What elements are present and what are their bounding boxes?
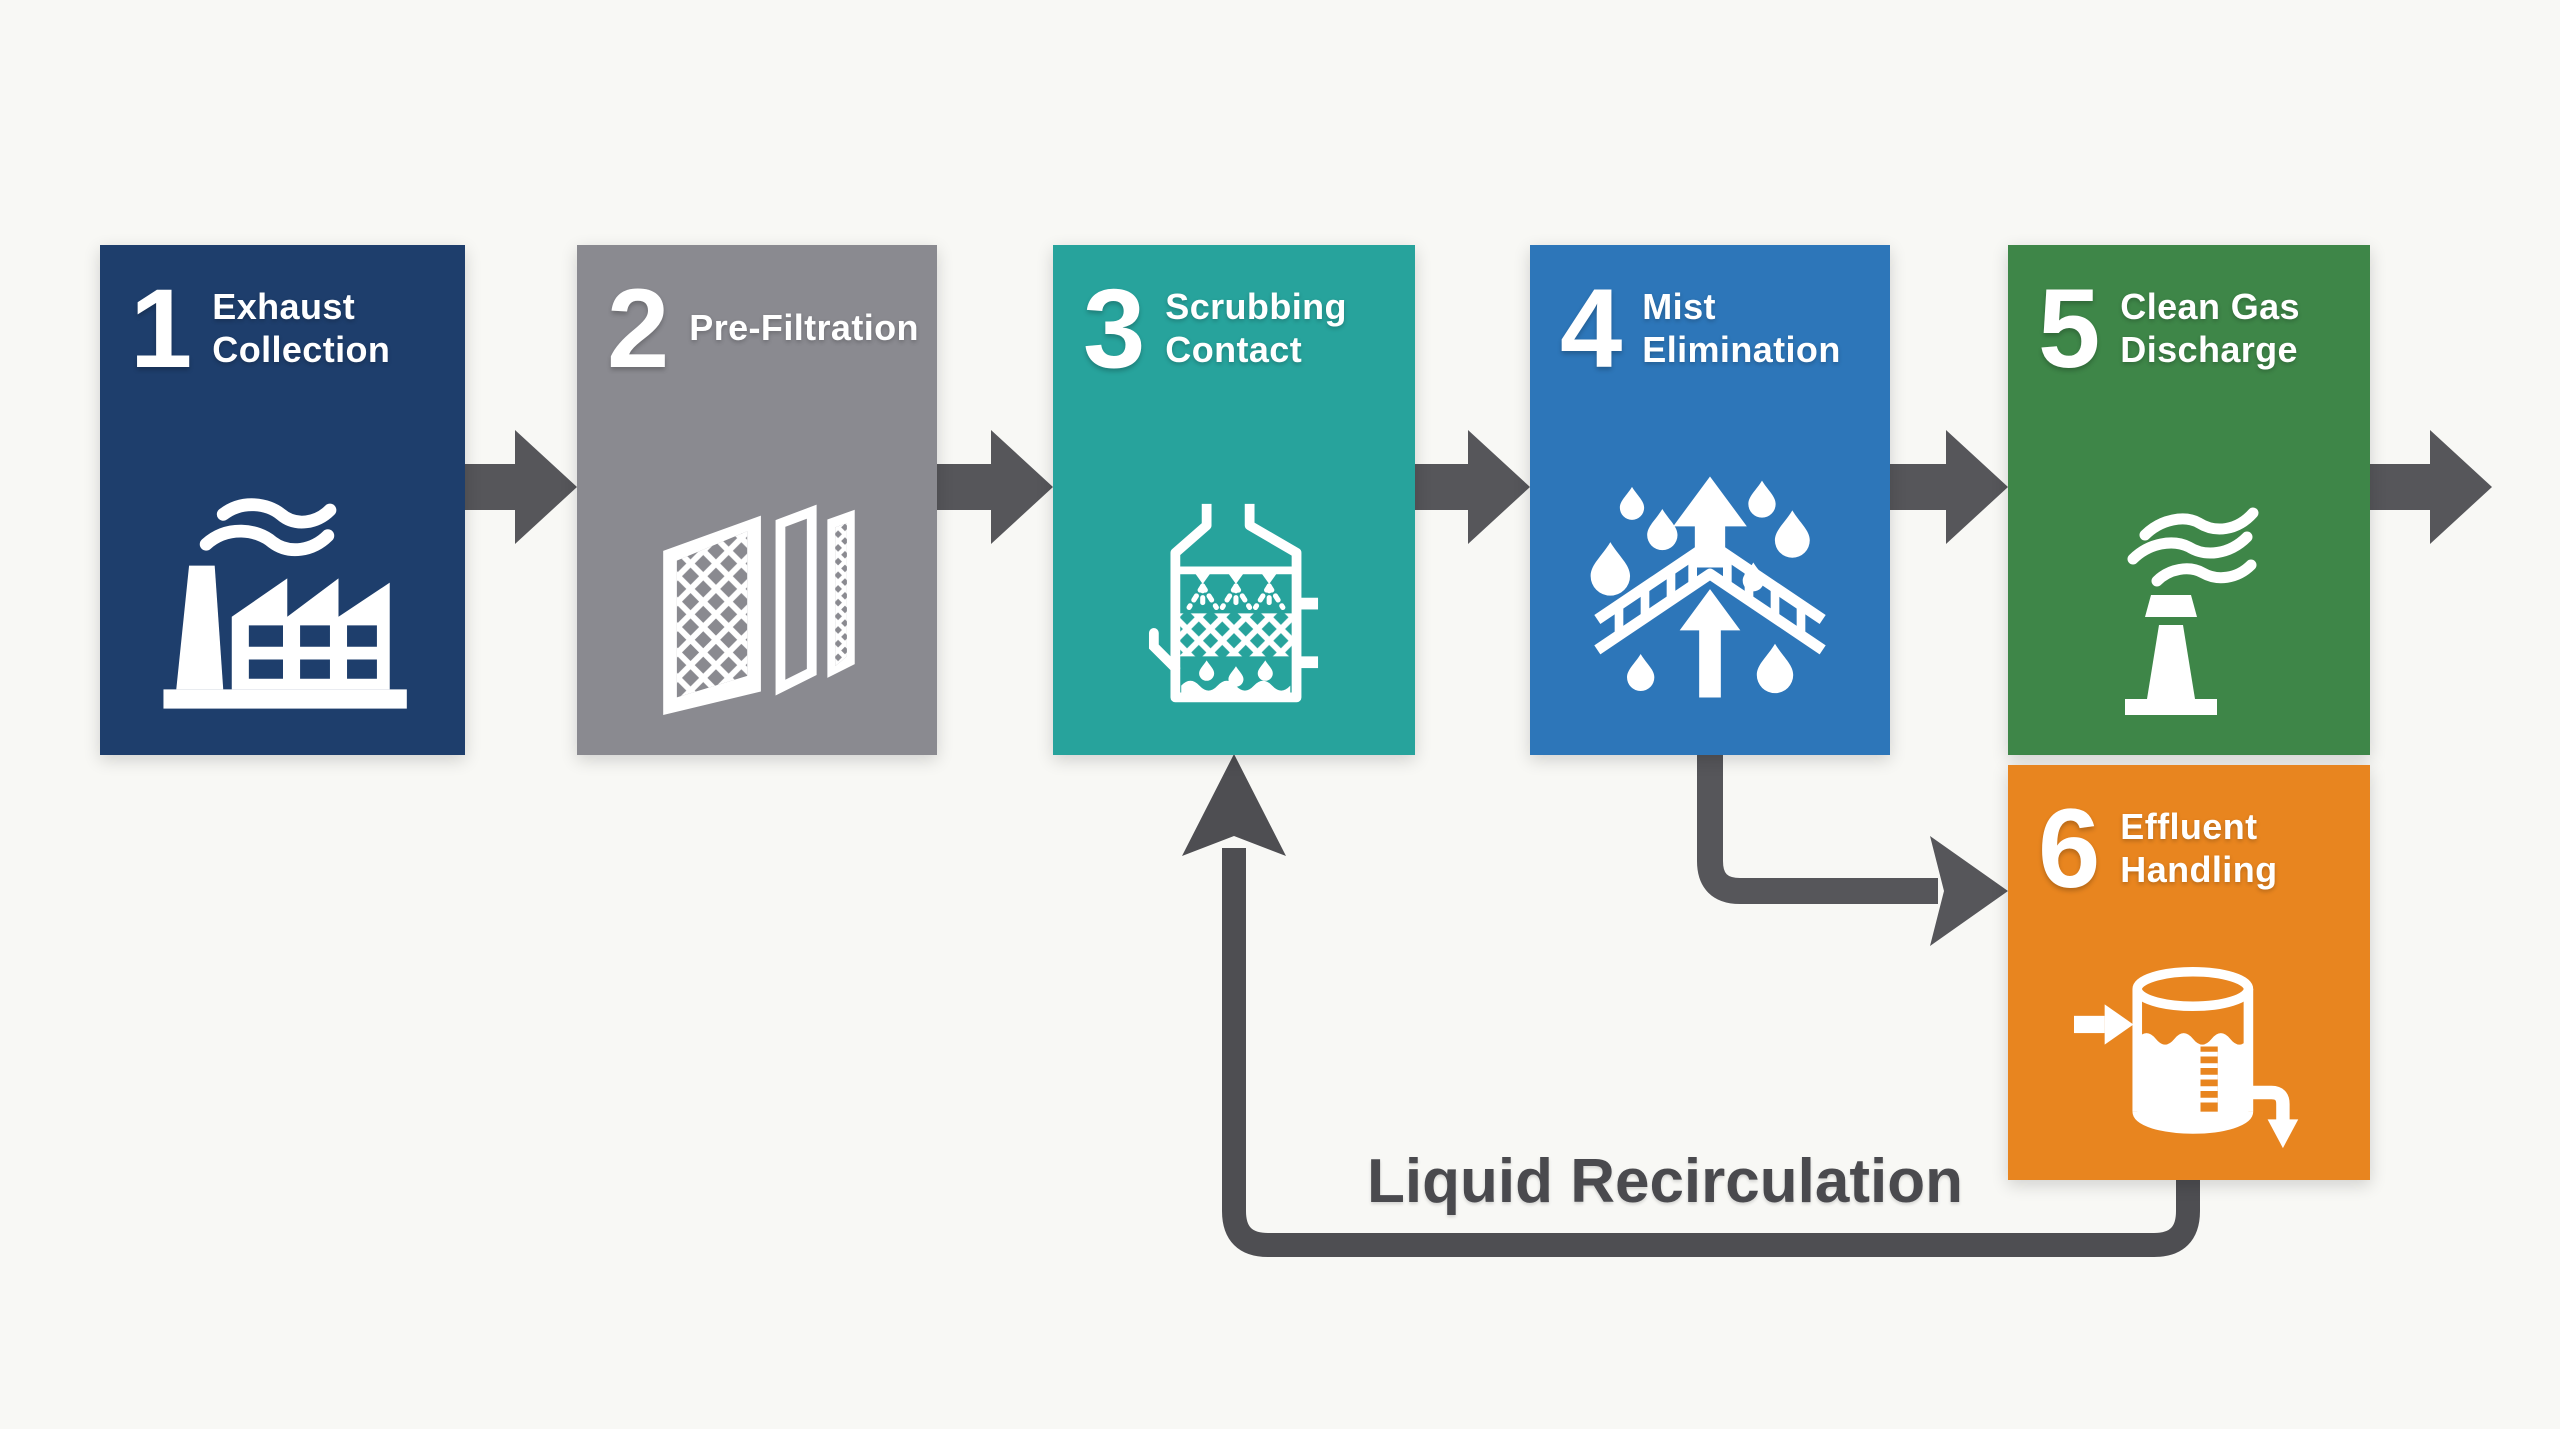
step-header: 3 Scrubbing Contact — [1053, 245, 1415, 391]
recirculation-label: Liquid Recirculation — [1367, 1147, 1963, 1216]
step-box-6: 6 Effluent Handling — [2008, 765, 2370, 1180]
factory-icon — [150, 493, 415, 715]
step-number: 3 — [1083, 266, 1146, 391]
step-box-2: 2 Pre-Filtration — [577, 245, 937, 755]
step-header: 5 Clean Gas Discharge — [2008, 245, 2370, 391]
step-label: Mist Elimination — [1642, 286, 1841, 370]
step-header: 6 Effluent Handling — [2008, 765, 2370, 911]
effluent-tank-icon — [2074, 939, 2304, 1154]
step-label: Effluent Handling — [2120, 806, 2278, 890]
flow-arrow-1-2 — [465, 430, 577, 544]
step-label: Clean Gas Discharge — [2120, 286, 2300, 370]
scrubber-vessel-icon — [1117, 500, 1352, 715]
step-label: Scrubbing Contact — [1165, 286, 1347, 370]
mist-eliminator-icon — [1580, 472, 1840, 715]
filter-panels-icon — [640, 500, 875, 715]
recirculation-loop-6-3 — [1182, 754, 2200, 1257]
step-number: 4 — [1560, 266, 1623, 391]
flow-arrow-3-4 — [1415, 430, 1530, 544]
step-header: 4 Mist Elimination — [1530, 245, 1890, 391]
step-header: 1 Exhaust Collection — [100, 245, 465, 391]
step-number: 5 — [2038, 266, 2101, 391]
discharge-stack-icon — [2069, 491, 2309, 715]
step-box-3: 3 Scrubbing Contact — [1053, 245, 1415, 755]
step-number: 6 — [2038, 786, 2101, 911]
step-box-4: 4 Mist Elimination — [1530, 245, 1890, 755]
step-number: 1 — [130, 266, 193, 391]
effluent-connector-4-6 — [1697, 753, 2008, 946]
flow-arrow-4-5 — [1890, 430, 2008, 544]
flow-arrow-2-3 — [937, 430, 1053, 544]
step-label: Pre-Filtration — [689, 307, 919, 349]
step-box-5: 5 Clean Gas Discharge — [2008, 245, 2370, 755]
flow-arrows — [465, 430, 2492, 544]
flow-arrow-5-outlet — [2370, 430, 2492, 544]
step-box-1: 1 Exhaust Collection — [100, 245, 465, 755]
step-number: 2 — [607, 266, 670, 391]
step-header: 2 Pre-Filtration — [577, 245, 937, 391]
step-label: Exhaust Collection — [212, 286, 391, 370]
